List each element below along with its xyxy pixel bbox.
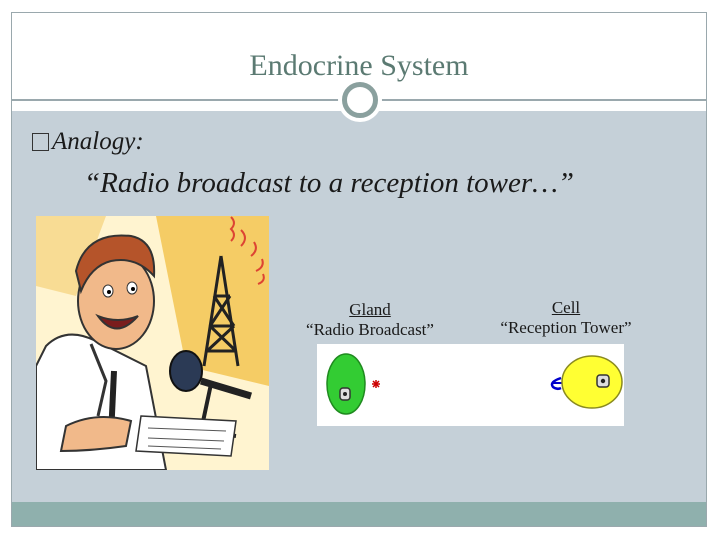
gland-shape bbox=[327, 354, 365, 414]
gland-title: Gland bbox=[290, 300, 450, 320]
gland-cell-diagram bbox=[317, 344, 624, 426]
cell-caption: “Reception Tower” bbox=[486, 318, 646, 338]
gland-label-group: Gland “Radio Broadcast” bbox=[290, 300, 450, 340]
gland-cell-svg bbox=[317, 344, 624, 426]
bullet-analogy: Analogy: bbox=[32, 128, 144, 156]
radio-announcer-svg bbox=[36, 216, 269, 470]
cell-title: Cell bbox=[486, 298, 646, 318]
bullet-label: Analogy: bbox=[52, 128, 144, 155]
radio-announcer-illustration bbox=[36, 216, 269, 470]
gland-caption: “Radio Broadcast” bbox=[290, 320, 450, 340]
analogy-text: “Radio broadcast to a reception tower…” bbox=[84, 167, 574, 200]
footer-band bbox=[12, 502, 706, 526]
divider-ring-icon bbox=[342, 82, 378, 118]
bullet-box-icon bbox=[32, 133, 49, 151]
cell-label-group: Cell “Reception Tower” bbox=[486, 298, 646, 338]
hormone-dot-icon bbox=[372, 380, 380, 388]
cell-shape bbox=[562, 356, 622, 408]
